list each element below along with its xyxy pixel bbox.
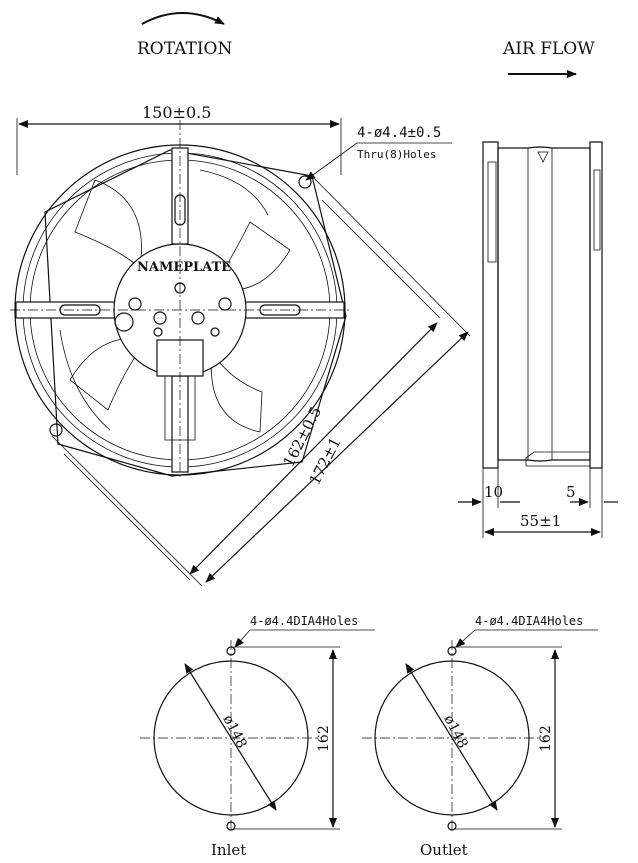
ground-symbol-icon xyxy=(114,312,134,332)
screw-icon xyxy=(153,311,167,325)
diag-dimension-inner-line xyxy=(189,322,438,575)
airflow-label: AIR FLOW xyxy=(502,39,595,59)
mount-hole xyxy=(226,821,236,831)
outlet-view: ø148 4-ø4.4DIA4Holes 162 Outlet xyxy=(362,614,598,859)
side-dim-total: 55±1 xyxy=(520,512,561,530)
side-dim-right: 5 xyxy=(566,483,576,501)
hole-note-line2: Thru(8)Holes xyxy=(357,148,436,161)
hole-note-line1: 4-ø4.4±0.5 xyxy=(357,125,441,141)
airflow-indicator: AIR FLOW xyxy=(502,39,595,78)
inlet-hole-note: 4-ø4.4DIA4Holes xyxy=(250,614,358,628)
screw-icon xyxy=(153,327,163,337)
diag-dimension-outer-line xyxy=(205,331,469,583)
screw-icon xyxy=(174,282,186,294)
mount-hole xyxy=(49,423,63,437)
outlet-height-dim: 162 xyxy=(538,725,554,752)
width-dimension: 150±0.5 xyxy=(142,103,211,122)
side-dim-left: 10 xyxy=(484,483,503,501)
mount-hole xyxy=(447,821,457,831)
inlet-diameter: ø148 xyxy=(219,713,249,752)
screw-icon xyxy=(128,297,142,311)
outlet-caption: Outlet xyxy=(420,841,468,859)
inlet-view: ø148 4-ø4.4DIA4Holes 162 Inlet xyxy=(140,614,375,859)
hub-screws xyxy=(114,282,232,337)
mount-hole xyxy=(298,175,312,189)
rotation-indicator: ROTATION xyxy=(137,12,232,59)
diag-dimension-outer: 172±1 xyxy=(306,434,345,487)
mount-hole xyxy=(226,646,236,656)
inlet-caption: Inlet xyxy=(211,841,246,859)
rotation-label: ROTATION xyxy=(137,39,232,59)
fan-spokes xyxy=(15,147,345,473)
rotation-arrow-icon xyxy=(141,12,225,25)
outlet-diameter: ø148 xyxy=(440,713,470,752)
inlet-height-dim: 162 xyxy=(316,725,332,752)
nameplate-label: NAMEPLATE xyxy=(137,260,231,275)
front-view: 150±0.5 4-ø4.4±0.5 Thru(8)Holes xyxy=(10,103,471,587)
side-view: 10 5 55±1 xyxy=(458,141,618,538)
screw-icon xyxy=(218,297,232,311)
outlet-hole-note: 4-ø4.4DIA4Holes xyxy=(475,614,583,628)
side-body xyxy=(497,146,591,462)
mount-hole xyxy=(447,646,457,656)
